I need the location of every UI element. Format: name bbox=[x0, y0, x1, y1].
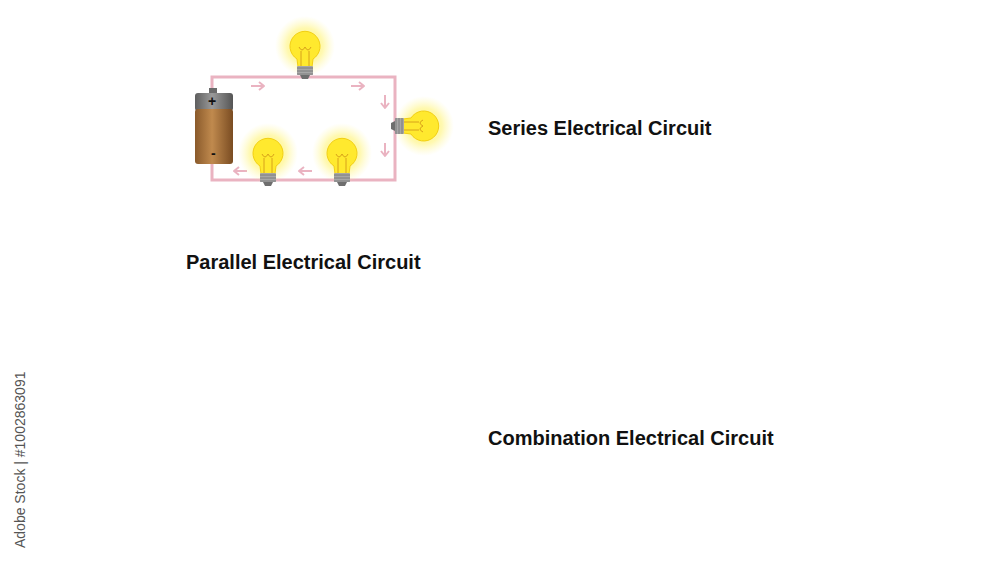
circuit-type-label: Series Electrical Circuit bbox=[488, 116, 711, 140]
terminal-sign: - bbox=[211, 145, 216, 162]
current-arrow bbox=[251, 82, 264, 90]
light-bulb bbox=[275, 16, 335, 79]
terminal-sign: + bbox=[208, 93, 216, 110]
watermark-text: Adobe Stock | #1002863091 bbox=[12, 372, 29, 548]
battery bbox=[195, 88, 233, 164]
current-arrow bbox=[381, 95, 389, 108]
circuit-type-label: Parallel Electrical Circuit bbox=[186, 250, 421, 274]
circuit-type-label: Combination Electrical Circuit bbox=[488, 426, 774, 450]
current-arrow bbox=[299, 167, 312, 175]
current-arrow bbox=[381, 143, 389, 156]
current-arrow bbox=[351, 82, 364, 90]
light-bulb bbox=[391, 96, 454, 156]
light-bulb bbox=[312, 123, 372, 186]
light-bulb bbox=[238, 123, 298, 186]
